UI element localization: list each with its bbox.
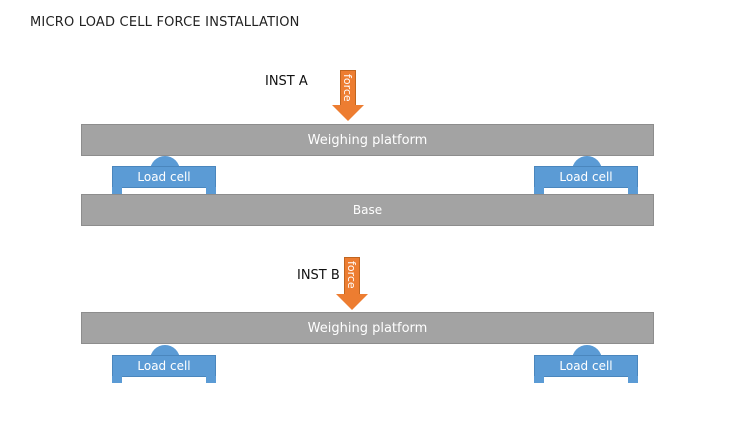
inst-b-load-cell-right-label: Load cell <box>559 359 613 373</box>
inst-a-load-cell-left-label: Load cell <box>137 170 191 184</box>
inst-a-force-label: force <box>341 74 354 102</box>
inst-b-weighing-platform: Weighing platform <box>81 312 654 344</box>
diagram-title: MICRO LOAD CELL FORCE INSTALLATION <box>30 15 300 30</box>
inst-b-load-cell-left-label: Load cell <box>137 359 191 373</box>
inst-a-base: Base <box>81 194 654 226</box>
inst-b-load-cell-right: Load cell <box>534 345 642 383</box>
inst-b-load-cell-left: Load cell <box>112 345 220 383</box>
inst-b-force-arrow: force <box>336 257 368 311</box>
inst-a-load-cell-left: Load cell <box>112 156 220 194</box>
inst-a-force-arrow: force <box>332 70 364 122</box>
inst-a-platform-label: Weighing platform <box>307 132 428 148</box>
inst-a-load-cell-right: Load cell <box>534 156 642 194</box>
inst-a-base-label: Base <box>352 203 383 217</box>
inst-b-force-label: force <box>345 261 358 289</box>
inst-a-weighing-platform: Weighing platform <box>81 124 654 156</box>
inst-b-label: INST B <box>297 268 340 283</box>
inst-a-label: INST A <box>265 74 308 89</box>
inst-a-load-cell-right-label: Load cell <box>559 170 613 184</box>
inst-b-platform-label: Weighing platform <box>307 320 428 336</box>
